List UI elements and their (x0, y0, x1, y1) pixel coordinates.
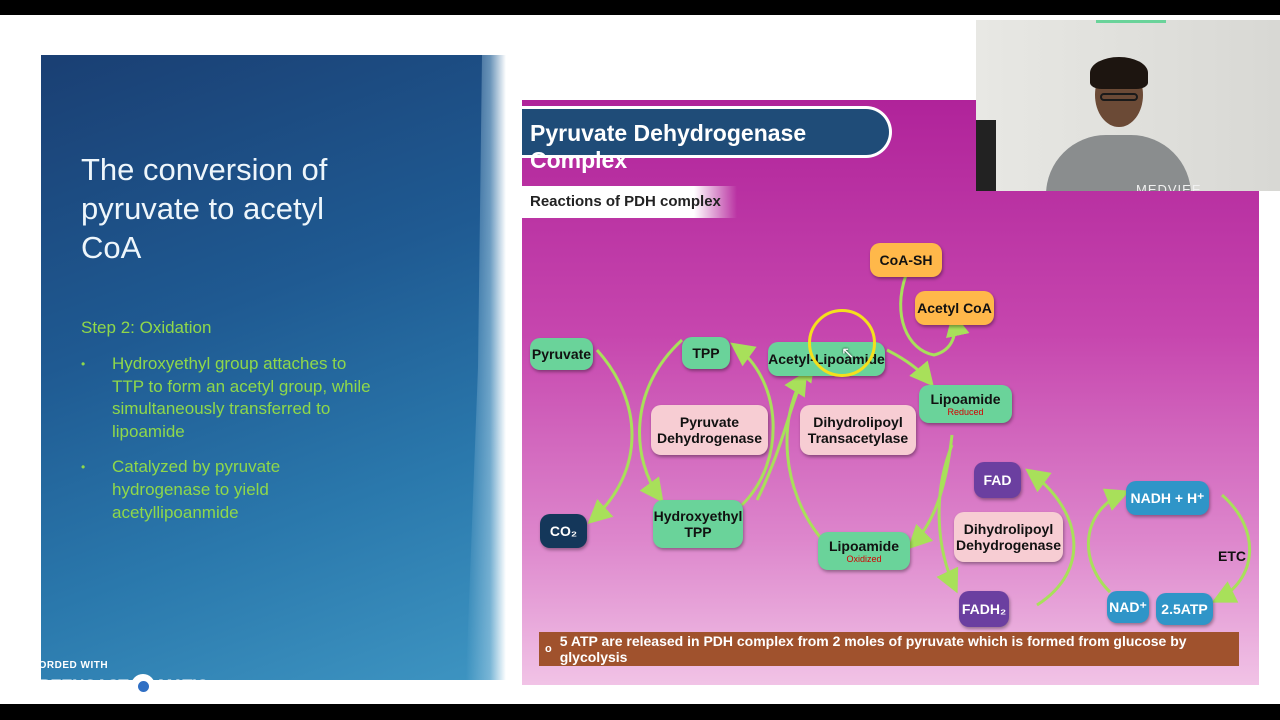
node-nad: NAD⁺ (1107, 591, 1149, 623)
webcam-overlay: MEDVIEE (976, 20, 1280, 191)
slide-text-panel (41, 55, 506, 680)
node-fadh2: FADH₂ (959, 591, 1009, 627)
node-pyruvate: Pyruvate (530, 338, 593, 370)
bullet-item: • Catalyzed by pyruvate hydrogenase to y… (81, 456, 381, 524)
diagram-title-banner: Pyruvate Dehydrogenase Complex (522, 106, 892, 173)
panel-wave-decoration (466, 55, 506, 680)
video-top-bar (0, 0, 1280, 15)
slide-title: The conversion of pyruvate to acetyl CoA (81, 152, 328, 265)
bullet-dot-icon: • (81, 357, 86, 371)
diagram-subtitle: Reactions of PDH complex (530, 193, 721, 210)
recorded-with-label: RECORDED WITH (16, 660, 109, 671)
diagram-subheading: Reactions of PDH complex (522, 186, 737, 218)
cursor-highlight-ring (808, 309, 876, 377)
arrow-reduced-to-fadh2 (936, 444, 959, 594)
screencast-watermark: RECORDED WITH SCREENCAST MATIC (16, 660, 209, 698)
node-dihydrolipoyl-transacetylase: Dihydrolipoyl Transacetylase (800, 405, 916, 455)
footer-text: 5 ATP are released in PDH complex from 2… (559, 633, 1187, 665)
mouse-cursor-icon: ↖ (841, 345, 855, 362)
diagram-footer-banner: o 5 ATP are released in PDH complex from… (539, 632, 1239, 666)
diagram-title: Pyruvate Dehydrogenase Complex (530, 120, 807, 173)
brand-right: MATIC (158, 676, 209, 695)
node-atp: 2.5ATP (1156, 593, 1213, 625)
node-fad: FAD (974, 462, 1021, 498)
node-coa-sh: CoA-SH (870, 243, 942, 277)
node-co2: CO₂ (540, 514, 587, 548)
lipoamide-reduced-label: Lipoamide (930, 391, 1001, 407)
presenter-glasses (1100, 93, 1138, 101)
arrow-pyruvate-to-co2 (587, 348, 634, 525)
pdh-diagram: Pyruvate Dehydrogenase Complex Reactions… (522, 100, 1259, 685)
hoodie-logo: MEDVIEE (1136, 182, 1202, 191)
webcam-chair (976, 120, 996, 191)
bullet-list: • Hydroxyethyl group attaches to TTP to … (81, 353, 381, 537)
oxidized-note: Oxidized (846, 554, 882, 564)
node-acetyl-coa: Acetyl CoA (915, 291, 994, 325)
webcam-accent (1096, 20, 1166, 23)
arrow-nad-to-nadh (1086, 488, 1130, 594)
step-heading: Step 2: Oxidation (81, 318, 212, 337)
bullet-dot-icon: • (81, 460, 86, 475)
node-hydroxyethyl-tpp: Hydroxyethyl TPP (653, 500, 743, 548)
arrow-acetyl-to-lipoamide-reduced (886, 348, 934, 387)
brand-left: SCREENCAST (16, 676, 129, 695)
bullet-text: Hydroxyethyl group attaches to TTP to fo… (112, 354, 371, 441)
presentation-slide: The conversion of pyruvate to acetyl CoA… (0, 15, 1280, 704)
arrow-reduced-to-oxidized (907, 434, 954, 550)
node-tpp: TPP (682, 337, 730, 369)
lipoamide-oxidized-label: Lipoamide (828, 538, 899, 554)
bullet-item: • Hydroxyethyl group attaches to TTP to … (81, 353, 381, 443)
node-lipoamide-oxidized: Lipoamide Oxidized (818, 532, 910, 570)
screencast-logo-icon (131, 674, 156, 698)
bullet-text: Catalyzed by pyruvate hydrogenase to yie… (112, 457, 281, 522)
etc-label: ETC (1218, 548, 1246, 564)
node-lipoamide-reduced: Lipoamide Reduced (919, 385, 1012, 423)
reduced-note: Reduced (947, 407, 984, 417)
node-dihydrolipoyl-dehydrogenase: Dihydrolipoyl Dehydrogenase (954, 512, 1063, 562)
node-pyruvate-dehydrogenase: Pyruvate Dehydrogenase (651, 405, 768, 455)
footer-bullet-icon: o (545, 643, 552, 655)
arrow-lipoamide-to-acetyl (784, 370, 822, 538)
screencast-brand: SCREENCAST MATIC (16, 674, 209, 698)
presenter-hair (1090, 57, 1148, 89)
node-nadh: NADH + H⁺ (1126, 481, 1209, 515)
video-bottom-bar (0, 704, 1280, 720)
